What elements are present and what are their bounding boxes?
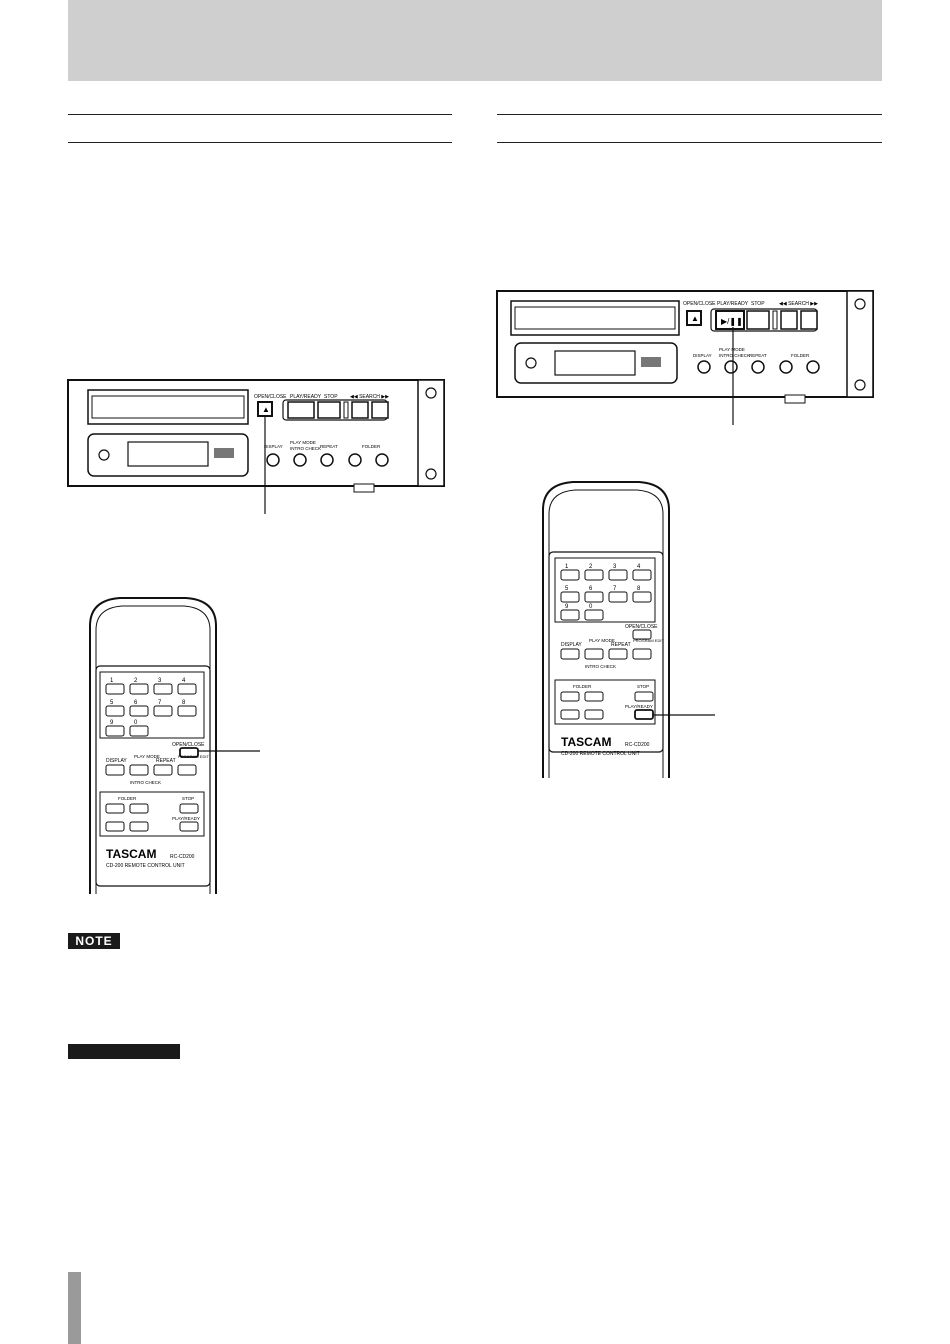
remote-left-play-ready-label: PLAY/READY xyxy=(172,816,200,821)
svg-text:▲: ▲ xyxy=(262,405,270,414)
deck-folder-label: FOLDER xyxy=(362,444,381,449)
remote-left-brand: TASCAM xyxy=(106,847,156,861)
remote-left-stop-label: STOP xyxy=(182,796,194,801)
deck-r-play-mode-label: PLAY MODE xyxy=(719,347,745,352)
svg-text:2: 2 xyxy=(589,564,593,570)
remote-right-play-mode-label: PLAY MODE xyxy=(589,638,615,643)
deck-stop-label: STOP xyxy=(324,394,338,400)
svg-text:3: 3 xyxy=(158,678,162,684)
header-banner xyxy=(68,0,882,81)
svg-text:0: 0 xyxy=(589,604,593,610)
svg-text:9: 9 xyxy=(110,720,114,726)
note-label: NOTE xyxy=(68,933,120,949)
remote-left-intro-check-label: INTRO CHECK xyxy=(130,780,161,785)
right-section-rule-top xyxy=(497,114,882,115)
svg-text:0: 0 xyxy=(134,720,138,726)
svg-text:9: 9 xyxy=(565,604,569,610)
remote-right-model: RC-CD200 xyxy=(625,742,650,748)
remote-left-play-mode-label: PLAY MODE xyxy=(134,754,160,759)
remote-right-folder-label: FOLDER xyxy=(573,684,592,689)
remote-right-stop-label: STOP xyxy=(637,684,649,689)
remote-right-display-label: DISPLAY xyxy=(561,642,582,648)
svg-text:8: 8 xyxy=(637,586,641,592)
deck-play-ready-label: PLAY/READY xyxy=(290,394,322,400)
svg-text:4: 4 xyxy=(182,678,186,684)
remote-left-model: RC-CD200 xyxy=(170,854,195,860)
deck-intro-check-label: INTRO CHECK xyxy=(290,446,321,451)
remote-right-program-edit-label: PROGRAM EDIT xyxy=(633,638,664,643)
deck-search-label: ◀◀ SEARCH ▶▶ xyxy=(350,394,389,400)
svg-text:5: 5 xyxy=(565,586,569,592)
deck-r-stop-label: STOP xyxy=(751,301,765,307)
deck-r-play-ready-label: PLAY/READY xyxy=(717,301,749,307)
remote-right-open-close-label: OPEN/CLOSE xyxy=(625,624,658,630)
deck-play-mode-label: PLAY MODE xyxy=(290,440,316,445)
deck-repeat-label: REPEAT xyxy=(320,444,338,449)
svg-text:1: 1 xyxy=(110,678,114,684)
remote-illustration-right: 1 2 3 4 5 6 7 8 9 0 OPEN/CLOSE DISPLAY P… xyxy=(542,481,715,778)
deck-illustration-left: OPEN/CLOSE ▲ PLAY/READY STOP ◀◀ SEARCH ▶… xyxy=(67,379,445,514)
remote-right-subtitle: CD-200 REMOTE CONTROL UNIT xyxy=(561,751,640,757)
deck-display-label: DISPLAY xyxy=(264,444,283,449)
remote-left-open-close-label: OPEN/CLOSE xyxy=(172,742,205,748)
deck-r-repeat-label: REPEAT xyxy=(749,353,767,358)
svg-text:6: 6 xyxy=(589,586,593,592)
remote-left-display-label: DISPLAY xyxy=(106,758,127,764)
deck-r-display-label: DISPLAY xyxy=(693,353,712,358)
deck-play-ready-button xyxy=(715,310,745,330)
svg-text:▲: ▲ xyxy=(691,314,699,323)
svg-text:8: 8 xyxy=(182,700,186,706)
svg-text:3: 3 xyxy=(613,564,617,570)
remote-illustration-left: 1 2 3 4 5 6 7 8 9 0 OPEN/CLOSE DISPLAY P… xyxy=(89,597,260,894)
svg-text:7: 7 xyxy=(613,586,617,592)
remote-right-brand: TASCAM xyxy=(561,735,611,749)
svg-text:4: 4 xyxy=(637,564,641,570)
deck-r-search-label: ◀◀ SEARCH ▶▶ xyxy=(779,301,818,307)
right-section-rule-bottom xyxy=(497,142,882,143)
remote-left-subtitle: CD-200 REMOTE CONTROL UNIT xyxy=(106,863,185,869)
remote-right-intro-check-label: INTRO CHECK xyxy=(585,664,616,669)
remote-right-play-ready-button xyxy=(634,709,654,720)
svg-text:2: 2 xyxy=(134,678,138,684)
remote-right-digits: 1 2 3 4 5 6 7 8 9 0 xyxy=(560,564,652,621)
remote-left-open-close-button xyxy=(179,747,199,758)
svg-text:▶/❚❚: ▶/❚❚ xyxy=(721,317,743,326)
remote-left-digits: 1 2 3 4 5 6 7 8 9 0 xyxy=(105,678,197,737)
left-section-rule-top xyxy=(68,114,452,115)
svg-text:5: 5 xyxy=(110,700,114,706)
remote-left-program-edit-label: PROGRAM EDIT xyxy=(178,754,209,759)
svg-text:1: 1 xyxy=(565,564,569,570)
svg-text:6: 6 xyxy=(134,700,138,706)
page-edge-tab xyxy=(68,1272,81,1344)
deck-open-close-label: OPEN/CLOSE xyxy=(254,394,287,400)
remote-right-repeat-label: REPEAT xyxy=(611,642,631,648)
remote-right-play-ready-label: PLAY/READY xyxy=(625,704,653,709)
svg-text:7: 7 xyxy=(158,700,162,706)
remote-left-folder-label: FOLDER xyxy=(118,796,137,801)
deck-r-open-close-label: OPEN/CLOSE xyxy=(683,301,716,307)
caution-bar xyxy=(68,1044,180,1059)
left-section-rule-bottom xyxy=(68,142,452,143)
deck-r-folder-label: FOLDER xyxy=(791,353,810,358)
deck-illustration-right: OPEN/CLOSE ▲ PLAY/READY STOP ◀◀ SEARCH ▶… xyxy=(496,290,874,425)
remote-left-repeat-label: REPEAT xyxy=(156,758,176,764)
deck-r-intro-check-label: INTRO CHECK xyxy=(719,353,750,358)
